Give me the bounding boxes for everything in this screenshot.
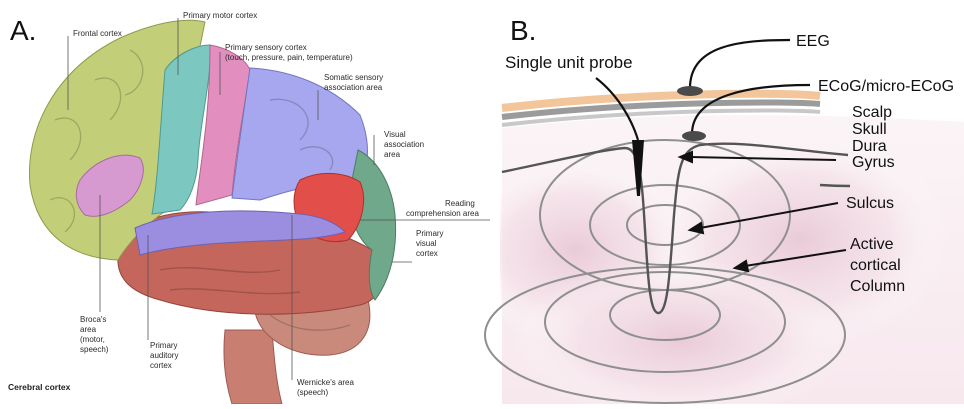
label-dura: Dura xyxy=(852,138,887,155)
label-frontal-cortex: Frontal cortex xyxy=(73,29,122,38)
label-auditory-3: cortex xyxy=(150,361,172,370)
panel-b: B. xyxy=(455,15,964,404)
label-primary-sensory-cortex: Primary sensory cortex xyxy=(225,43,307,52)
label-auditory-1: Primary xyxy=(150,341,178,350)
panel-a-letter: A. xyxy=(10,15,36,46)
label-auditory-2: auditory xyxy=(150,351,178,360)
label-primary-sensory-cortex-detail: (touch, pressure, pain, temperature) xyxy=(225,53,353,62)
label-cortical: cortical xyxy=(850,257,901,274)
label-primary-visual-2: visual xyxy=(416,239,437,248)
label-single-unit-probe: Single unit probe xyxy=(505,53,633,72)
label-sulcus: Sulcus xyxy=(846,195,894,212)
label-cerebral-cortex: Cerebral cortex xyxy=(8,382,71,392)
label-visual-association-1: Visual xyxy=(384,130,406,139)
label-visual-association-3: area xyxy=(384,150,401,159)
label-primary-visual-3: cortex xyxy=(416,249,438,258)
label-somatic-association: association area xyxy=(324,83,383,92)
label-primary-visual-1: Primary xyxy=(416,229,444,238)
eeg-electrode xyxy=(677,40,790,96)
label-skull: Skull xyxy=(852,121,887,138)
label-column: Column xyxy=(850,278,905,295)
label-active: Active xyxy=(850,236,894,253)
eeg-wire xyxy=(690,40,790,88)
label-scalp: Scalp xyxy=(852,104,892,121)
label-broca-4: speech) xyxy=(80,345,109,354)
cortical-fold xyxy=(820,185,850,186)
panel-b-letter: B. xyxy=(510,15,536,46)
label-visual-association-2: association xyxy=(384,140,424,149)
label-reading-2: comprehension area xyxy=(406,209,479,218)
panel-a: A. xyxy=(8,11,490,404)
label-wernicke-1: Wernicke's area xyxy=(297,378,355,387)
label-gyrus: Gyrus xyxy=(852,154,895,171)
ecog-disc xyxy=(682,131,706,141)
eeg-disc xyxy=(677,86,703,96)
label-reading-1: Reading xyxy=(445,199,475,208)
label-ecog: ECoG/micro-ECoG xyxy=(818,78,954,95)
label-broca-3: (motor, xyxy=(80,335,105,344)
label-primary-motor-cortex: Primary motor cortex xyxy=(183,11,257,20)
label-eeg: EEG xyxy=(796,33,830,50)
label-broca-1: Broca's xyxy=(80,315,106,324)
label-broca-2: area xyxy=(80,325,97,334)
label-somatic-sensory: Somatic sensory xyxy=(324,73,383,82)
label-wernicke-2: (speech) xyxy=(297,388,328,397)
brainstem xyxy=(224,330,282,404)
